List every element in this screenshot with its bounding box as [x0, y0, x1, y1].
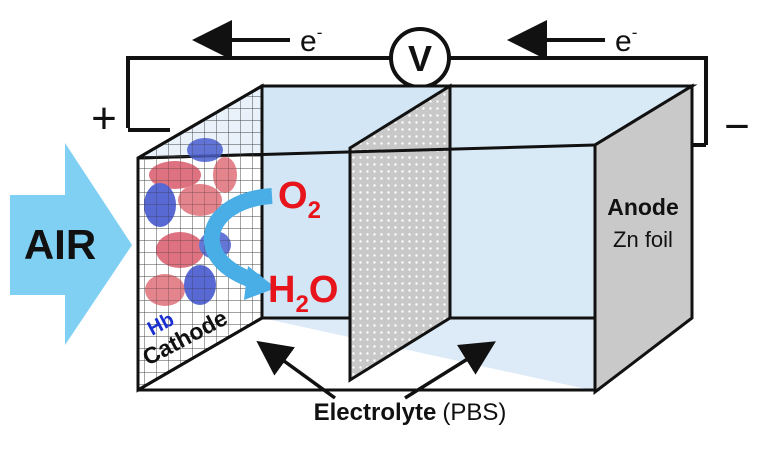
o2-label: O2 [278, 175, 321, 224]
electron-label-left: e- [300, 23, 322, 58]
air-label: AIR [24, 221, 96, 268]
electrolyte-pointer-right [404, 341, 496, 400]
circuit-wire-left [126, 56, 390, 128]
cathode-mesh-overlay [136, 83, 264, 393]
electron-flow-right: e- [507, 20, 637, 60]
electrolyte-callout: Electrolyte(PBS) [256, 340, 507, 426]
air-arrow-shape [10, 143, 132, 345]
electrolyte-pointer-left [256, 340, 337, 400]
voltmeter-label: V [408, 38, 432, 79]
air-arrow: AIR [10, 143, 132, 345]
cathode-electrode: Hb Cathode [136, 83, 264, 393]
h2o-label: H2O [268, 269, 338, 318]
electron-label-right: e- [615, 23, 637, 58]
separator-membrane [348, 83, 452, 383]
anode-label: Anode [607, 194, 679, 220]
electron-flow-left: e- [192, 20, 322, 60]
reaction-curve-arrow [203, 188, 273, 290]
anode-material-label: Zn foil [613, 227, 673, 252]
voltmeter: V [389, 27, 451, 89]
external-circuit: V e- e- + − [91, 20, 750, 151]
negative-terminal-sign: − [724, 102, 750, 151]
cell-body: Hb Cathode O2 H2O Anode Zn foil [136, 83, 698, 396]
positive-terminal-sign: + [91, 94, 117, 143]
electrolyte-label: Electrolyte(PBS) [314, 399, 507, 426]
reaction-curve-arrowhead [244, 266, 276, 300]
